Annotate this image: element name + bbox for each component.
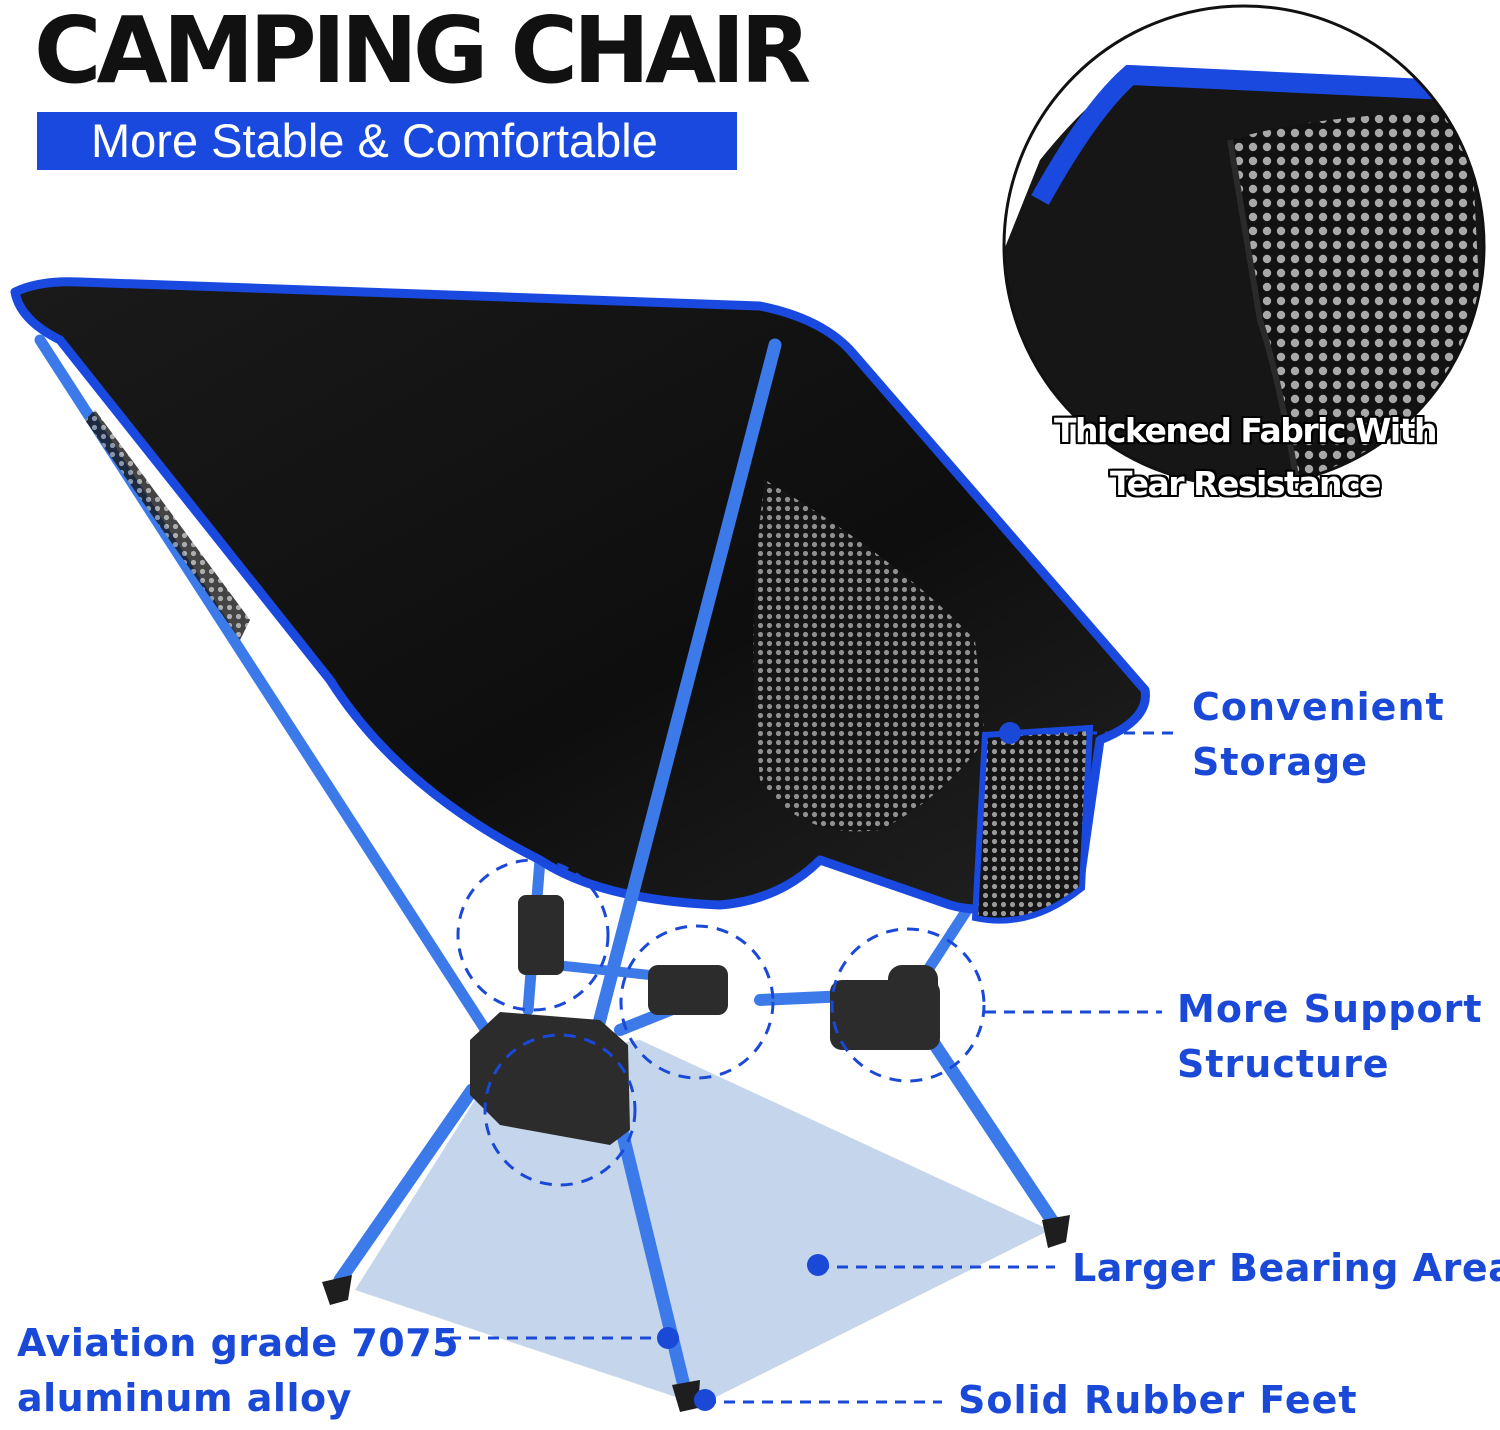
callout-alloy-line2: aluminum alloy [17,1376,352,1420]
storage-pocket [971,724,1094,924]
subtitle-text: More Stable & Comfortable [91,114,658,167]
callout-support-line1: More Support [1177,987,1483,1031]
callout-support: More Support Structure [1177,982,1483,1092]
bearing-area-shadow [355,1040,1050,1405]
callout-support-line2: Structure [1177,1042,1390,1086]
callout-feet: Solid Rubber Feet [958,1373,1358,1428]
inset-caption-line2: Tear Resistance [1110,464,1381,503]
side-mesh [753,480,985,832]
frame-hubs [470,895,940,1145]
inset-caption-line1: Thickened Fabric With [1054,411,1437,450]
callout-bearing: Larger Bearing Area [1072,1241,1500,1296]
chair-fabric [10,277,1150,914]
subtitle-banner: More Stable & Comfortable [37,112,737,170]
callout-storage: Convenient Storage [1192,680,1445,790]
callout-alloy: Aviation grade 7075 aluminum alloy [17,1316,459,1426]
callout-bearing-line1: Larger Bearing Area [1072,1246,1500,1290]
callout-storage-line2: Storage [1192,740,1368,784]
page-title: CAMPING CHAIR [34,0,811,104]
left-mesh-edge [85,410,250,640]
callout-dots [657,722,1021,1411]
fabric-detail-inset [1002,4,1486,488]
detail-circles [456,858,986,1187]
callout-lines [450,731,1180,1404]
callout-feet-line1: Solid Rubber Feet [958,1378,1358,1422]
callout-storage-line1: Convenient [1192,685,1445,729]
callout-alloy-line1: Aviation grade 7075 [17,1321,460,1365]
inset-caption: Thickened Fabric With Tear Resistance [1010,404,1480,510]
rubber-feet [322,1215,1070,1412]
